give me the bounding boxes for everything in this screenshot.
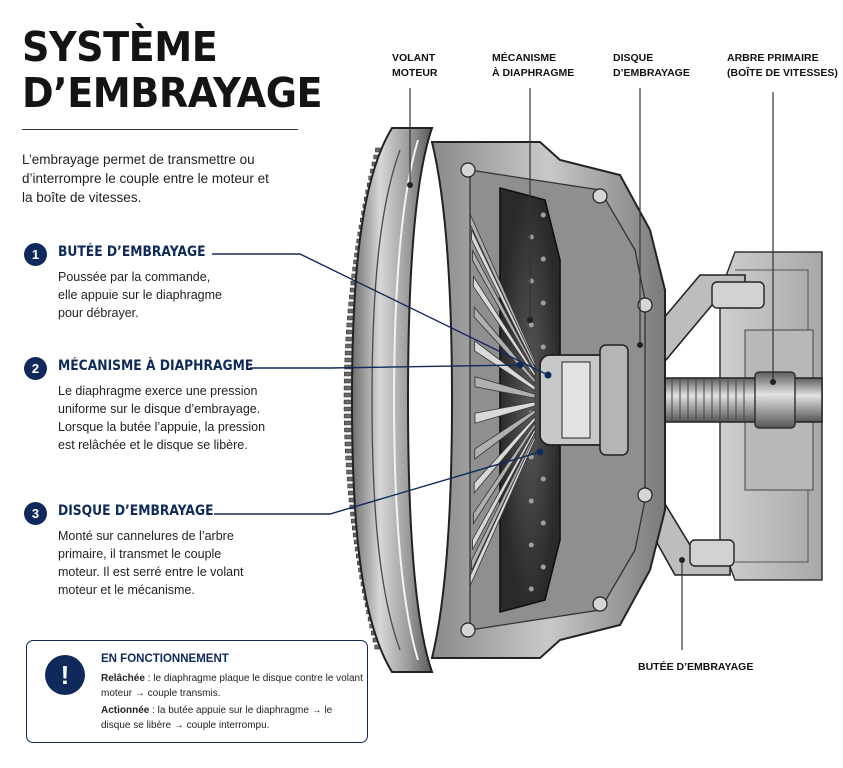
diaphragm-finger xyxy=(473,421,536,525)
callout-disc: DISQUE D’EMBRAYAGE xyxy=(613,52,690,79)
diaphragm-finger xyxy=(474,376,536,399)
disc-rivet xyxy=(528,322,534,328)
diaphragm-finger xyxy=(472,250,536,374)
disc-rivet xyxy=(540,256,546,262)
cover-bolt xyxy=(637,487,653,503)
disc-rivet xyxy=(528,454,534,460)
info-box: ! EN FONCTIONNEMENT Relâchée : le diaphr… xyxy=(26,640,368,743)
diaphragm-finger xyxy=(469,435,536,586)
intro-text: L’embrayage permet de transmettre ou d’i… xyxy=(22,152,269,205)
title-line-2: D’EMBRAYAGE xyxy=(22,69,323,117)
cover-bolt xyxy=(637,297,653,313)
flywheel xyxy=(343,127,434,673)
diaphragm-finger xyxy=(473,275,536,379)
cover-bolt xyxy=(592,188,608,204)
callout-bearing: BUTÉE D’EMBRAYAGE xyxy=(638,661,754,673)
info-released-text: : le diaphragme plaque le disque contre … xyxy=(101,673,363,699)
cover-bolt xyxy=(460,622,476,638)
section-body: Le diaphragme exerce une pression unifor… xyxy=(58,384,266,452)
section-number-badge: 2 xyxy=(24,357,47,380)
section-title: DISQUE D’EMBRAYAGE xyxy=(58,503,214,519)
callout-shaft: ARBRE PRIMAIRE (BOÎTE DE VITESSES) xyxy=(727,52,838,79)
cover-bolt xyxy=(460,162,476,178)
section-number-badge: 1 xyxy=(24,243,47,266)
info-box-title: EN FONCTIONNEMENT xyxy=(101,653,229,665)
disc-rivet xyxy=(528,542,534,548)
section-title: MÉCANISME À DIAPHRAGME xyxy=(58,358,254,374)
diaphragm-finger xyxy=(474,401,536,424)
title-divider xyxy=(22,129,298,130)
diaphragm-finger xyxy=(473,415,536,494)
section-leader-lines xyxy=(212,253,549,515)
title-line-1: SYSTÈME xyxy=(22,23,218,71)
cover-bolt xyxy=(592,596,608,612)
disc-rivet xyxy=(540,476,546,482)
page-title: SYSTÈME D’EMBRAYAGE xyxy=(22,23,323,117)
disc-rivet xyxy=(540,212,546,218)
section-body: Poussée par la commande, elle appuie sur… xyxy=(58,270,222,320)
callout-leader-lines xyxy=(409,88,774,650)
disc-rivet xyxy=(540,344,546,350)
info-actuated-text: : la butée appuie sur le diaphragme → le… xyxy=(101,705,333,731)
section-body: Monté sur cannelures de l’arbre primaire… xyxy=(58,529,244,597)
info-released-line: Relâchée : le diaphragme plaque le disqu… xyxy=(101,671,363,701)
exclamation-icon: ! xyxy=(45,655,85,695)
diaphragm-finger xyxy=(474,408,536,460)
disc-rivet xyxy=(540,564,546,570)
callout-flywheel: VOLANT MOTEUR xyxy=(392,52,438,79)
info-released-label: Relâchée xyxy=(101,673,145,684)
release-bearing xyxy=(539,344,629,456)
disc-rivet xyxy=(540,520,546,526)
leader-endpoints xyxy=(516,361,552,456)
section-number-badge: 3 xyxy=(24,502,47,525)
section-title: BUTÉE D’EMBRAYAGE xyxy=(58,244,206,260)
disc-rivet xyxy=(540,300,546,306)
info-actuated-label: Actionnée xyxy=(101,705,150,716)
callout-diaphragm: MÉCANISME À DIAPHRAGME xyxy=(492,52,575,79)
callout-endpoints xyxy=(407,182,776,563)
info-actuated-line: Actionnée : la butée appuie sur le diaph… xyxy=(101,703,363,733)
disc-rivet xyxy=(528,586,534,592)
disc-rivet xyxy=(528,498,534,504)
